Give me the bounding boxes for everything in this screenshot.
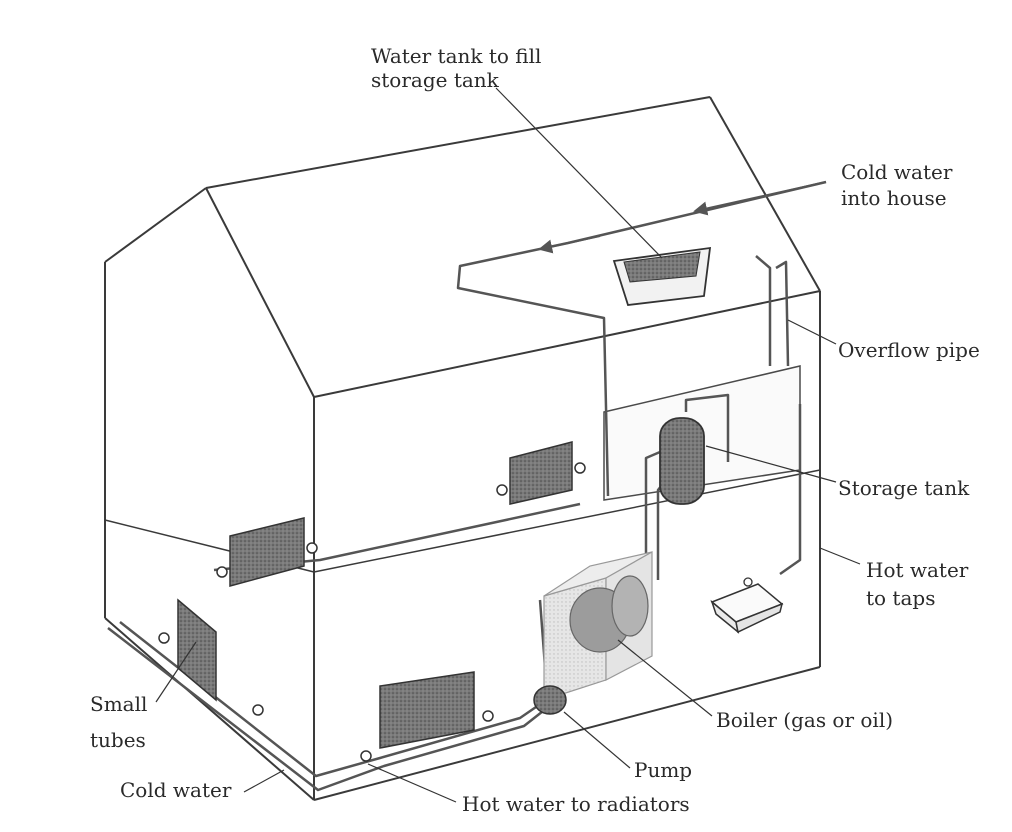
- pump: [533, 685, 567, 715]
- label-cold-water-into-house-line2: into house: [841, 186, 947, 210]
- label-small-tubes-line2: tubes: [90, 728, 146, 752]
- label-pump: Pump: [634, 758, 693, 782]
- label-cold-water-into-house-line1: Cold water: [841, 160, 953, 184]
- radiator-main-pipe: [119, 621, 553, 778]
- label-small-tubes-line1: Small: [90, 692, 148, 716]
- front-eave: [313, 290, 821, 398]
- attic-water-tank: [612, 246, 712, 306]
- storage-tank-cylinder: [659, 417, 705, 505]
- floor-left: [104, 617, 315, 801]
- label-storage-tank: Storage tank: [838, 476, 970, 500]
- upper-floor-front: [313, 469, 821, 573]
- label-cold-water: Cold water: [120, 778, 232, 802]
- radiator-left-wall: [177, 598, 217, 702]
- house-outline: [104, 96, 821, 801]
- overflow-pipe: [775, 260, 790, 367]
- pipes: [107, 180, 827, 792]
- label-hot-water-taps-line1: Hot water: [866, 558, 969, 582]
- label-hot-water-radiators: Hot water to radiators: [462, 792, 690, 816]
- radiators: [177, 441, 573, 749]
- label-boiler: Boiler (gas or oil): [716, 708, 894, 732]
- radiator-upper-left: [229, 517, 305, 587]
- label-overflow-pipe: Overflow pipe: [838, 338, 980, 362]
- roof-ridge: [205, 96, 711, 189]
- radiator-return-pipe: [107, 627, 553, 792]
- radiator-upper-right: [509, 441, 573, 505]
- bathtub: [710, 577, 784, 634]
- boiler: [543, 550, 653, 701]
- radiator-front: [379, 671, 475, 749]
- roof-back-slope: [709, 96, 821, 292]
- left-gable-right: [205, 187, 315, 398]
- tank-top-pipe: [684, 393, 730, 462]
- label-hot-water-taps-line2: to taps: [866, 586, 936, 610]
- radiator-valves: [158, 462, 586, 762]
- cold-water-inlet-pipe: [456, 180, 827, 497]
- left-gable-left: [104, 187, 207, 263]
- label-water-tank-line1: Water tank to fill: [371, 44, 542, 68]
- floor-front: [313, 666, 821, 801]
- hot-water-taps-pipe: [779, 404, 802, 576]
- leader-lines: [155, 87, 861, 803]
- fill-pipe: [755, 255, 772, 366]
- label-water-tank-line2: storage tank: [371, 68, 499, 92]
